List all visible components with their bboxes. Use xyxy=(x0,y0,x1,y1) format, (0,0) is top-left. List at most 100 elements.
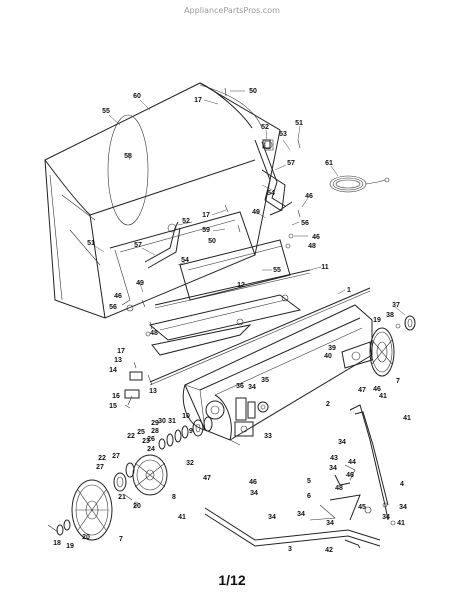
right-wheel xyxy=(369,315,416,377)
source-watermark: AppliancePartsPros.com xyxy=(184,6,280,15)
callout-label: 17 xyxy=(117,348,125,355)
callout-label: 28 xyxy=(151,428,159,435)
callout-label: 53 xyxy=(279,131,287,138)
callout-label: 46 xyxy=(114,293,122,300)
callout-label: 25 xyxy=(137,429,145,436)
rod-11 xyxy=(154,269,311,306)
hub-39-40 xyxy=(341,341,373,369)
callout-label: 34 xyxy=(297,511,305,518)
callout-label: 52 xyxy=(261,124,269,131)
axle-1 xyxy=(149,287,371,383)
callout-label: 2 xyxy=(326,401,330,408)
callout-label: 17 xyxy=(194,97,202,104)
callout-label: 42 xyxy=(325,547,333,554)
callout-labels: 50 60 17 55 52 53 51 58 57 61 54 46 49 1… xyxy=(53,88,411,554)
callout-label: 50 xyxy=(249,88,257,95)
callout-label: 59 xyxy=(202,227,210,234)
callout-label: 41 xyxy=(379,393,387,400)
callout-label: 47 xyxy=(358,387,366,394)
callout-label: 58 xyxy=(124,153,132,160)
callout-label: 46 xyxy=(373,386,381,393)
callout-label: 34 xyxy=(268,514,276,521)
callout-label: 12 xyxy=(237,282,245,289)
page-number: 1/12 xyxy=(218,572,246,588)
deflector-12 xyxy=(148,294,302,356)
callout-label: 15 xyxy=(109,403,117,410)
callout-label: 34 xyxy=(248,384,256,391)
callout-label: 30 xyxy=(158,418,166,425)
callout-label: 34 xyxy=(382,514,390,521)
callout-label: 56 xyxy=(301,220,309,227)
callout-label: 20 xyxy=(82,534,90,541)
callout-label: 32 xyxy=(186,460,194,467)
callout-label: 29 xyxy=(151,420,159,427)
callout-label: 48 xyxy=(150,330,158,337)
callout-label: 43 xyxy=(330,455,338,462)
callout-label: 10 xyxy=(182,413,190,420)
callout-label: 49 xyxy=(252,209,260,216)
callout-label: 1 xyxy=(347,287,351,294)
callout-label: 4 xyxy=(400,481,404,488)
hopper-hardware xyxy=(126,87,301,337)
callout-label: 17 xyxy=(202,212,210,219)
callout-label: 6 xyxy=(307,493,311,500)
callout-label: 34 xyxy=(250,490,258,497)
callout-label: 49 xyxy=(136,280,144,287)
callout-label: 26 xyxy=(147,436,155,443)
callout-label: 50 xyxy=(208,238,216,245)
callout-label: 7 xyxy=(119,536,123,543)
callout-label: 40 xyxy=(324,353,332,360)
callout-label: 36 xyxy=(236,383,244,390)
gearbox-parts xyxy=(234,397,269,437)
callout-label: 54 xyxy=(181,257,189,264)
callout-label: 22 xyxy=(98,455,106,462)
cable-61 xyxy=(329,175,390,193)
callout-label: 23 xyxy=(142,438,150,445)
callout-label: 54 xyxy=(267,190,275,197)
callout-label: 52 xyxy=(182,218,190,225)
callout-label: 34 xyxy=(326,520,334,527)
callout-label: 18 xyxy=(53,540,61,547)
callout-label: 13 xyxy=(149,388,157,395)
callout-label: 20 xyxy=(133,503,141,510)
left-gear-assembly xyxy=(113,416,213,507)
callout-label: 55 xyxy=(273,267,281,274)
callout-label: 11 xyxy=(321,264,329,271)
callout-label: 37 xyxy=(392,302,400,309)
callout-label: 57 xyxy=(287,160,295,167)
callout-label: 48 xyxy=(308,243,316,250)
callout-label: 19 xyxy=(373,317,381,324)
callout-label: 34 xyxy=(399,504,407,511)
callout-label: 38 xyxy=(386,312,394,319)
handle-assembly xyxy=(204,404,396,549)
callout-label: 5 xyxy=(307,478,311,485)
frame-tubes xyxy=(114,139,293,306)
callout-label: 46 xyxy=(249,479,257,486)
callout-label: 14 xyxy=(109,367,117,374)
callout-label: 13 xyxy=(114,357,122,364)
callout-label: 45 xyxy=(358,504,366,511)
callout-label: 8 xyxy=(172,494,176,501)
callout-label: 34 xyxy=(329,465,337,472)
callout-label: 39 xyxy=(328,345,336,352)
callout-label: 41 xyxy=(178,514,186,521)
callout-label: 33 xyxy=(264,433,272,440)
small-parts-left xyxy=(124,361,153,409)
callout-label: 31 xyxy=(168,418,176,425)
callout-label: 61 xyxy=(325,160,333,167)
callout-label: 34 xyxy=(338,439,346,446)
callout-label: 57 xyxy=(134,242,142,249)
callout-label: 21 xyxy=(118,494,126,501)
callout-label: 47 xyxy=(203,475,211,482)
leader-lines xyxy=(94,90,406,316)
callout-label: 46 xyxy=(346,472,354,479)
callout-label: 7 xyxy=(396,378,400,385)
callout-label: 27 xyxy=(96,464,104,471)
callout-label: 41 xyxy=(403,415,411,422)
callout-label: 46 xyxy=(305,193,313,200)
callout-label: 16 xyxy=(112,393,120,400)
callout-label: 46 xyxy=(312,234,320,241)
callout-label: 60 xyxy=(133,93,141,100)
callout-label: 27 xyxy=(112,453,120,460)
